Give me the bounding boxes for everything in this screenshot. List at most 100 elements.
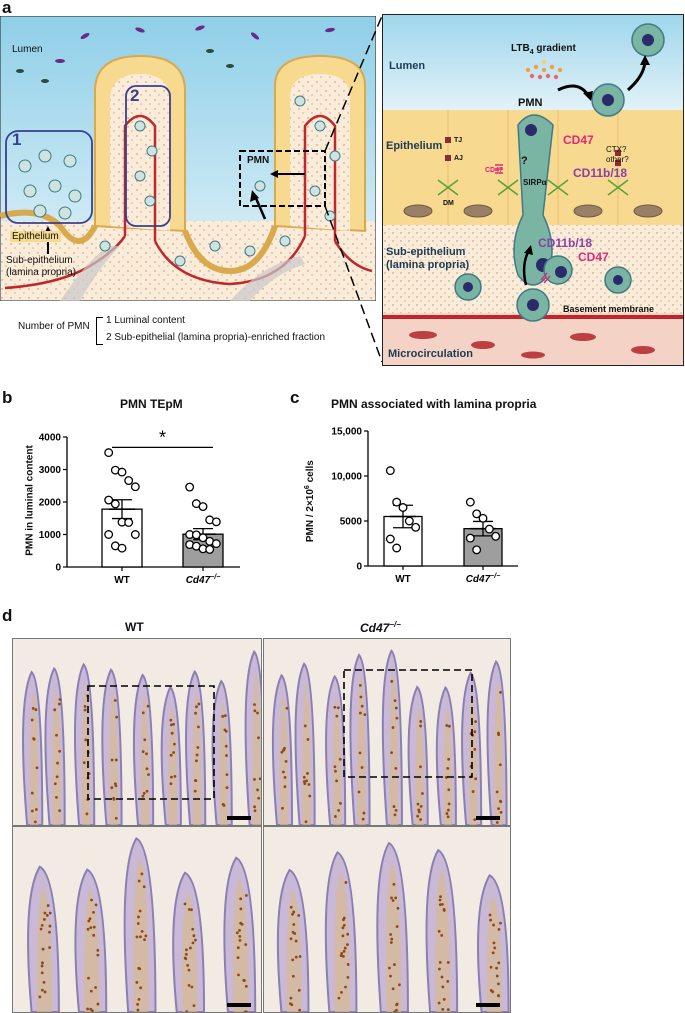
stained-cell bbox=[473, 747, 477, 751]
zoom-connector bbox=[324, 15, 383, 363]
stained-cell bbox=[136, 922, 140, 925]
stained-cell bbox=[92, 933, 96, 937]
chart-b-y-tick-label: 2000 bbox=[39, 498, 62, 509]
stained-cell bbox=[341, 934, 345, 938]
stained-cell bbox=[305, 779, 308, 783]
stained-cell bbox=[253, 778, 256, 781]
chart-b-data-point bbox=[211, 539, 221, 549]
stained-cell bbox=[492, 941, 496, 945]
stained-cell bbox=[283, 785, 287, 789]
stained-cell bbox=[439, 895, 442, 899]
stained-cell bbox=[55, 796, 58, 799]
chart-c-data-point bbox=[392, 543, 402, 553]
chart-c-data-point bbox=[392, 497, 402, 507]
zoom-box bbox=[239, 150, 326, 207]
stained-cell bbox=[285, 706, 289, 710]
stained-cell bbox=[237, 973, 240, 977]
stained-cell bbox=[235, 931, 239, 935]
stained-cell bbox=[395, 1008, 398, 1012]
stained-cell bbox=[495, 821, 499, 824]
left-subepithelium-label: Sub-epithelium (lamina propria) bbox=[6, 255, 76, 279]
chart-b-data-point bbox=[211, 517, 221, 527]
stained-cell bbox=[360, 704, 364, 708]
stained-cell bbox=[333, 705, 337, 709]
stained-cell bbox=[40, 971, 44, 975]
stained-cell bbox=[253, 805, 256, 809]
legend-item-1: 1 Luminal content bbox=[106, 315, 185, 326]
stained-cell bbox=[187, 968, 191, 972]
villus-core bbox=[386, 863, 402, 1012]
stained-cell bbox=[92, 910, 95, 914]
stained-cell bbox=[289, 905, 293, 909]
histology-ko-zoom-image bbox=[276, 841, 510, 1012]
stained-cell bbox=[292, 910, 296, 914]
stained-cell bbox=[172, 751, 176, 754]
stained-cell bbox=[244, 894, 248, 897]
stained-cell bbox=[291, 912, 294, 916]
chart-b-data-point bbox=[104, 495, 114, 505]
stained-cell bbox=[33, 820, 37, 824]
aj-label: AJ bbox=[454, 155, 463, 162]
stained-cell bbox=[499, 921, 502, 925]
chart-b-data-point bbox=[185, 482, 195, 492]
villus-core bbox=[109, 689, 118, 825]
stained-cell bbox=[187, 984, 191, 987]
stained-cell bbox=[89, 926, 93, 930]
chart-b-data-point bbox=[104, 530, 114, 539]
stained-cell bbox=[335, 779, 338, 783]
chart-c-data-point bbox=[478, 513, 488, 523]
villus-core bbox=[435, 870, 451, 1012]
chart-c-data-point bbox=[465, 497, 475, 507]
stained-cell bbox=[169, 782, 173, 786]
cd47-bottom-label: CD47 bbox=[578, 250, 609, 264]
left-lumen-label: Lumen bbox=[12, 44, 43, 55]
stained-cell bbox=[390, 937, 394, 941]
scale-bar bbox=[476, 816, 500, 820]
stained-cell bbox=[186, 963, 190, 967]
stained-cell bbox=[135, 980, 139, 984]
tj-label: TJ bbox=[454, 137, 463, 144]
stained-cell bbox=[41, 961, 44, 965]
stained-cell bbox=[172, 722, 175, 726]
right-pmn-label: PMN bbox=[518, 97, 543, 109]
stained-cell bbox=[495, 966, 498, 970]
stained-cell bbox=[236, 956, 240, 960]
stained-cell bbox=[446, 815, 450, 819]
stained-cell bbox=[289, 937, 293, 941]
stained-cell bbox=[307, 783, 311, 786]
stained-cell bbox=[389, 933, 393, 936]
stained-cell bbox=[342, 949, 346, 953]
stained-cell bbox=[253, 709, 257, 713]
stained-cell bbox=[190, 985, 194, 989]
stained-cell bbox=[236, 946, 240, 950]
stained-cell bbox=[339, 801, 342, 805]
stained-cell bbox=[45, 913, 49, 917]
zoom-region-box bbox=[87, 685, 215, 800]
stained-cell bbox=[137, 879, 141, 883]
stained-cell bbox=[169, 723, 173, 727]
left-subepithelium-line2: (lamina propria) bbox=[6, 267, 77, 278]
histology-ko-overview-image bbox=[271, 649, 508, 825]
chart-c-data-point bbox=[385, 466, 395, 476]
basement-membrane-label: Basement membrane bbox=[563, 304, 655, 314]
chart-c: PMN associated with lamina propria PMN /… bbox=[298, 395, 598, 595]
stained-cell bbox=[438, 967, 441, 971]
stained-cell bbox=[390, 751, 393, 755]
stained-cell bbox=[499, 800, 503, 804]
stained-cell bbox=[82, 761, 86, 765]
stained-cell bbox=[499, 811, 503, 814]
stained-cell bbox=[447, 802, 451, 806]
chart-c-y-tick-label: 10,000 bbox=[331, 472, 362, 483]
stained-cell bbox=[473, 818, 477, 822]
stained-cell bbox=[363, 713, 367, 717]
stained-cell bbox=[114, 758, 118, 762]
stained-cell bbox=[488, 913, 492, 917]
stained-cell bbox=[437, 1001, 441, 1005]
histology-ko-label: Cd47−/− bbox=[360, 620, 401, 635]
stained-cell bbox=[257, 796, 261, 800]
transmigration-illustration bbox=[383, 15, 683, 365]
stained-cell bbox=[92, 925, 96, 929]
stained-cell bbox=[110, 758, 114, 762]
stained-cell bbox=[333, 765, 337, 769]
chart-c-data-point bbox=[465, 533, 475, 543]
